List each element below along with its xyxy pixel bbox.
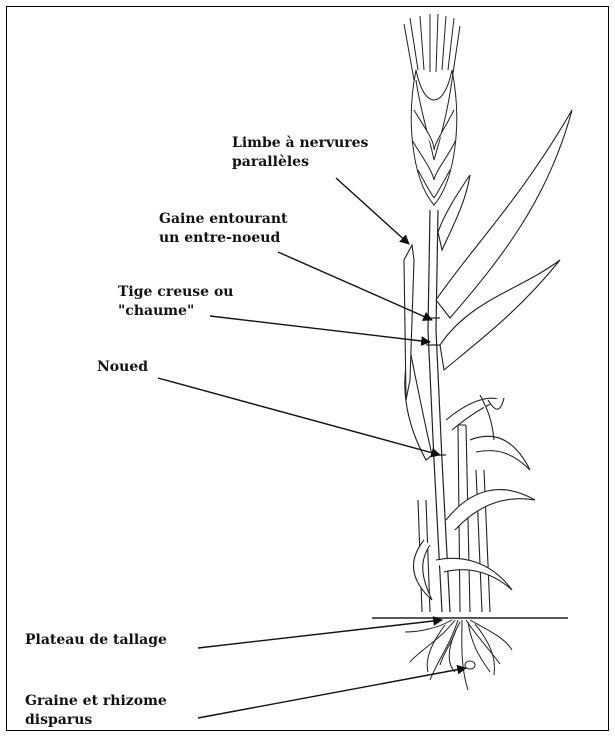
- label-noeud: Noued: [97, 358, 148, 377]
- leader-limbe: [336, 178, 409, 244]
- label-limbe-line1: Limbe à nervures: [232, 134, 368, 153]
- label-plateau: Plateau de tallage: [25, 631, 167, 650]
- wheat-ear: [404, 14, 460, 205]
- label-limbe-line2: parallèles: [232, 153, 368, 172]
- leader-noeud: [158, 378, 440, 455]
- main-stem: [426, 210, 450, 612]
- seed-remnant: [465, 661, 475, 669]
- label-limbe: Limbe à nervures parallèles: [232, 134, 368, 172]
- label-tige: Tige creuse ou "chaume": [118, 283, 233, 321]
- label-graine: Graine et rhizome disparus: [25, 692, 167, 730]
- label-gaine-line2: un entre-noeud: [159, 229, 287, 248]
- label-noeud-line1: Noued: [97, 358, 148, 377]
- leader-plateau: [198, 620, 442, 648]
- label-gaine: Gaine entourant un entre-noeud: [159, 210, 287, 248]
- label-tige-line1: Tige creuse ou: [118, 283, 233, 302]
- label-gaine-line1: Gaine entourant: [159, 210, 287, 229]
- label-tige-line2: "chaume": [118, 302, 233, 321]
- leader-tige: [210, 316, 430, 342]
- label-graine-line2: disparus: [25, 711, 167, 730]
- label-graine-line1: Graine et rhizome: [25, 692, 167, 711]
- leader-graine: [198, 668, 466, 718]
- roots: [405, 620, 512, 690]
- label-plateau-line1: Plateau de tallage: [25, 631, 167, 650]
